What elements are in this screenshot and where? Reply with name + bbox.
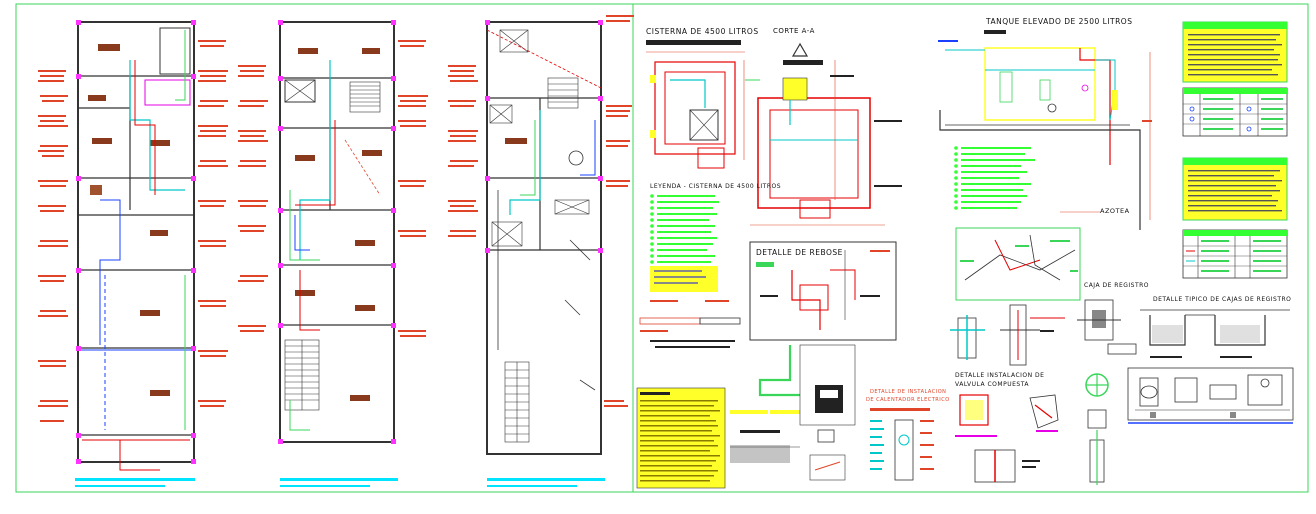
symbols-table-2	[1182, 229, 1288, 279]
annotations-fp1-left	[38, 70, 68, 422]
fixture-details	[1085, 367, 1294, 485]
section-aa-title: CORTE A-A	[773, 27, 815, 35]
cistern-plan-title: CISTERNA DE 4500 LITROS	[646, 27, 759, 36]
valve-detail-title-2: VALVULA COMPUESTA	[955, 381, 1029, 388]
cistern-legend-title: LEYENDA - CISTERNA DE 4500 LITROS	[650, 183, 782, 190]
valve-detail-title-1: DETALLE INSTALACION DE	[955, 372, 1045, 379]
heater-detail-drawing	[730, 344, 934, 481]
sheet-border	[15, 3, 1309, 493]
cistern-legend-list	[639, 194, 741, 348]
section-marker-icon	[791, 42, 809, 57]
isometric-detail	[955, 227, 1081, 301]
overflow-detail-drawing	[749, 241, 897, 341]
registry-box-drawing	[1077, 299, 1290, 358]
registry-box-typical-title: DETALLE TIPICO DE CAJAS DE REGISTRO	[1153, 296, 1292, 303]
cistern-plan-drawing	[646, 40, 745, 169]
pipe-connection-details	[950, 304, 1065, 483]
overflow-detail-title: DETALLE DE REBOSE	[756, 248, 843, 257]
valve-wheel-icon	[1085, 373, 1109, 397]
floor-plan-3	[486, 21, 605, 487]
annotations-fp3	[448, 15, 634, 407]
section-aa-drawing	[745, 42, 902, 226]
floor-plan-1	[75, 21, 195, 487]
floor-plan-2	[279, 21, 398, 487]
heater-detail-title-2: DE CALENTADOR ELECTRICO	[866, 397, 950, 403]
general-notes-table	[1182, 21, 1288, 83]
column-markers	[76, 20, 603, 464]
specs-table	[1182, 157, 1288, 221]
annotations-fp1-right	[198, 40, 228, 407]
notes-block	[636, 387, 726, 489]
elevated-tank-title: TANQUE ELEVADO DE 2500 LITROS	[986, 17, 1133, 26]
symbols-table-1	[1182, 87, 1288, 137]
elevated-tank-drawing	[938, 30, 1152, 230]
registry-box-title: CAJA DE REGISTRO	[1084, 282, 1150, 289]
roof-label: AZOTEA	[1100, 207, 1130, 215]
annotations-fp2	[238, 40, 428, 337]
heater-detail-title-1: DETALLE DE INSTALACION	[870, 389, 947, 395]
